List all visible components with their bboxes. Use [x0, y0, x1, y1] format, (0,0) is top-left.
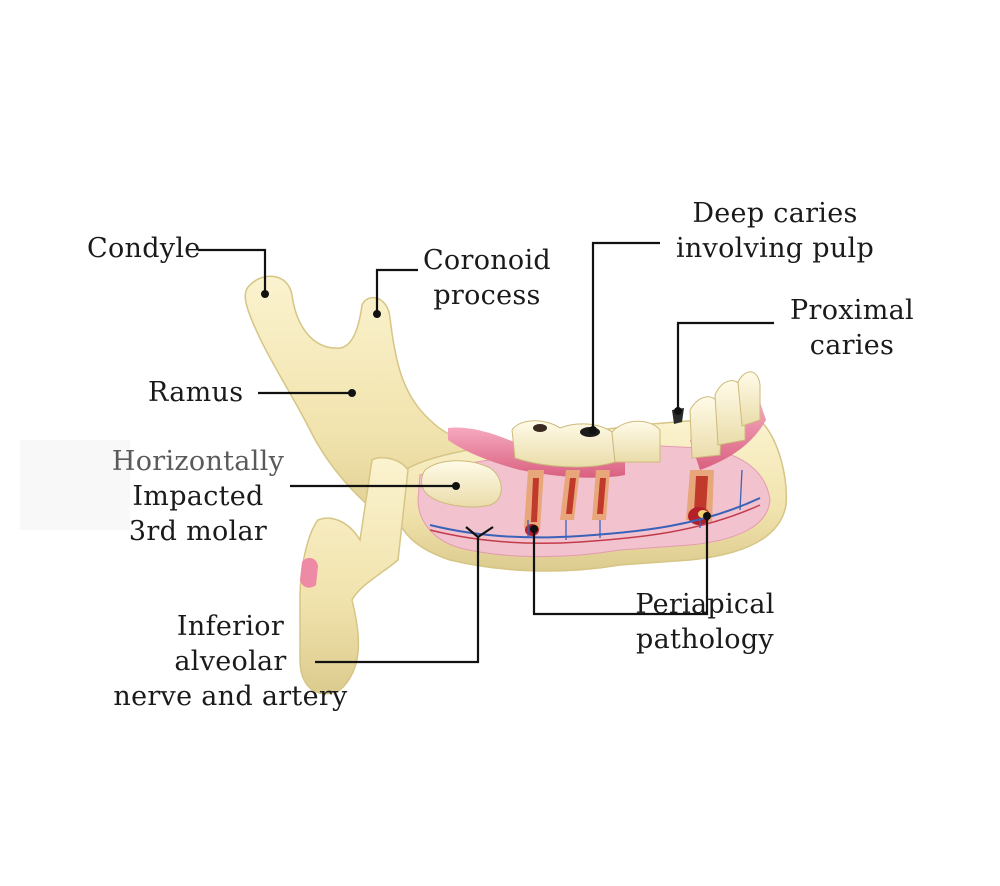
- molar-1: [511, 420, 616, 468]
- label-deep-caries: Deep caries involving pulp: [675, 198, 875, 264]
- label-periapical-pathology: Periapical pathology: [635, 589, 775, 655]
- canine: [737, 371, 761, 427]
- premolar-1: [689, 396, 723, 459]
- roots-and-pulp: [524, 470, 714, 536]
- label-inferior-alveolar-nerve: Inferior alveolar nerve and artery: [113, 611, 348, 712]
- leader-proximal: [676, 321, 774, 410]
- label-impacted-molar: Horizontally Impacted 3rd molar: [111, 446, 285, 547]
- leader-nerve: [315, 537, 480, 664]
- label-ramus: Ramus: [148, 377, 244, 408]
- label-coronoid-process: Coronoid process: [422, 245, 552, 311]
- symphysis-gum: [300, 557, 318, 588]
- premolar-2: [714, 380, 746, 446]
- leader-endpoints: [261, 290, 711, 533]
- leader-deep-caries: [591, 241, 660, 428]
- leader-nerve-fork-right: [477, 526, 494, 538]
- impacted-third-molar: [421, 460, 502, 508]
- leader-nerve-fork-left: [465, 526, 479, 538]
- leader-condyle: [198, 248, 267, 293]
- leader-coronoid: [375, 268, 418, 312]
- caries-spot-2: [533, 424, 547, 432]
- label-proximal-caries: Proximal caries: [790, 295, 914, 361]
- background-ghost: [20, 440, 130, 530]
- leader-lines: [198, 241, 774, 664]
- leader-periapical: [532, 530, 626, 616]
- nerve-branches: [527, 469, 743, 540]
- label-condyle: Condyle: [87, 233, 201, 264]
- mandible-symphysis: [299, 457, 409, 695]
- leader-periapical-2: [626, 517, 709, 616]
- molar-2: [611, 420, 661, 463]
